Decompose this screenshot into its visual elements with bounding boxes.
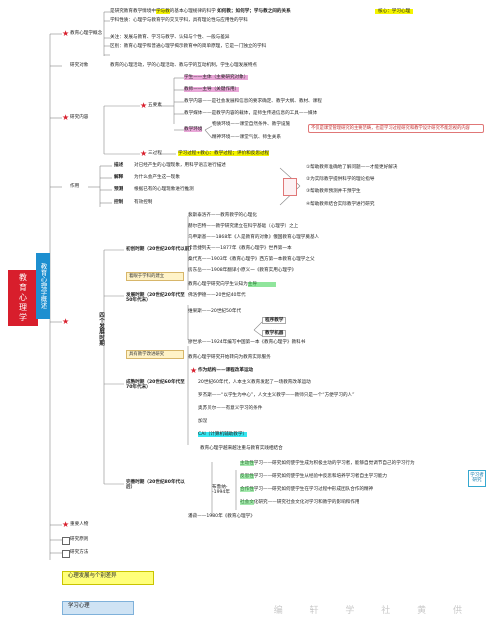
element-teaching-content: 教学内容——是社会发展和信息的要求确定、教学大纲、教材、课程 — [184, 99, 322, 104]
p2-item: 廖世承——1924年编写中国第一本《教育心理学》教科书 — [188, 340, 306, 345]
role-key: 描述 — [114, 163, 124, 168]
highlight — [240, 487, 254, 492]
p4-item: 反思性学习——研究如何使学生从经验中反思和培养学习者自主学习能力 — [240, 474, 388, 479]
object-head: 研究对象 — [70, 63, 89, 68]
p2-item: 维果斯——20世纪50年代 — [188, 309, 242, 314]
star-icon: ★ — [62, 113, 70, 122]
role-value: 有效控制 — [134, 200, 153, 205]
highlight — [240, 474, 254, 479]
star-icon: ★ — [140, 101, 148, 110]
methods-node: 研究方法 — [70, 550, 89, 555]
p2-item: 教育心理学研究向学生认知为主导 — [188, 282, 257, 287]
learner-research-tag: 学习者研究 — [468, 470, 486, 487]
process-line: 学习过程+教心：教学过程；评价和反思过程 — [178, 151, 270, 157]
nature-line: 学科性质：心理学与教育学的交叉学科，具有理论性与应用性的学科 — [110, 18, 248, 23]
methods-principles-node: 研究原则 — [70, 537, 89, 542]
p3-item: CAI（计算机辅助教学） — [198, 432, 248, 438]
root-node: 教育心理学 — [8, 270, 38, 326]
star-icon: ★ — [62, 29, 70, 38]
p4-item: 主动性学习——研究如何使学生成为积极主动的学习者，能够自觉调节自己的学习行为 — [240, 461, 415, 466]
period-1-tag: 着眼于学科的建立 — [126, 272, 184, 281]
role-head: 作用 — [70, 184, 80, 189]
star-icon: ★ — [62, 520, 70, 529]
brace-box — [283, 178, 297, 196]
role-right-item: ③帮助教师预测并干预学生 — [306, 189, 361, 194]
five-elements: 五要素 — [148, 103, 162, 108]
checkbox-icon — [62, 537, 70, 545]
topic-bar-learning — [62, 601, 134, 615]
p3-item: 罗杰斯——“以学生为中心”，人文主义教学——教师只是一个“方便学习的人” — [198, 393, 355, 398]
difference-line: 区别：教育心理学和普通心理学揭示教育中的简单原理，它是一门独立的学科 — [110, 44, 267, 49]
star-icon: ★ — [62, 317, 70, 326]
four-periods-label: 四个发展时期 — [98, 312, 104, 346]
p2-right: 教学机器 — [262, 330, 287, 338]
star-icon: ★ — [140, 149, 148, 158]
p1-item: 卡普捷列夫——1877年《教育心理学》世界第一本 — [188, 246, 292, 251]
note-callout: 不仅是课堂管理研究的主要范畴，也是学习过程研究和教学设计研究不能忽视的内容 — [308, 124, 484, 134]
p2-right: 程序教学 — [262, 317, 287, 325]
p4-item: 合作性学习——研究如何使学生在学习过程中形成团队合作的精神 — [240, 487, 374, 492]
content-head: 研究内容 — [70, 115, 89, 120]
period-1-head: 初创时期（20世纪20年代以前） — [126, 247, 194, 252]
env-spiritual: 精神环境——课堂气氛、师生关系 — [212, 135, 281, 140]
topic-bar-development-label: 心理发展与个别差异 — [68, 573, 117, 579]
topic-node-overview: 教育心理学概述 — [36, 253, 50, 319]
p1-item: 房东岳——1908年翻译小原义一《教育实用心理学》 — [188, 268, 297, 273]
p4-top: 教育心理学越来越注重与教育实践相结合 — [200, 446, 283, 451]
object-line: 教育的心理活动，学的心理活动、教与学的互动机制，学生心理发展特点 — [110, 63, 258, 68]
p4-mid: 布鲁纳--1994年 — [212, 485, 230, 496]
p1-item: 桑代克——1903年《教育心理学》西方第一本教育心理学之父 — [188, 257, 315, 262]
three-processes: 三过程 — [148, 151, 162, 156]
role-right-item: ④帮助教师结合实际教学进行研究 — [306, 202, 375, 207]
element-student: 学生——主体（主要研究对象） — [184, 75, 249, 80]
concept-head: 教育心理学概念 — [70, 31, 103, 36]
element-environment: 教学环境 — [184, 127, 203, 133]
element-teacher: 教师——主导（关键作用） — [184, 87, 240, 92]
role-value: 为什么会产生这一现象 — [134, 175, 180, 180]
p4-end: 潘菽——1980年《教育心理学》 — [188, 514, 255, 519]
star-icon: ★ — [190, 366, 198, 375]
role-right-item: ①帮助教师准确地了解问题——才能更好解决 — [306, 165, 398, 170]
p3-item: 20世纪60年代，人本主义教育发起了一场教育改革运动 — [198, 380, 311, 385]
p4-item: 社会文化研究——研究社会文化对学习和教学的影响和作用 — [240, 500, 360, 505]
role-key: 解释 — [114, 175, 124, 180]
p3-item: 作为结构——课程改革运动 — [198, 368, 254, 373]
env-physical: 物质环境——课堂自然条件、教学设施 — [212, 122, 291, 127]
p1-item: 乌申斯基——1868年《人是教育的对象》俄国教育心理学奠基人 — [188, 235, 320, 240]
topic-bar-learning-label: 学习心理 — [68, 603, 90, 609]
role-value: 对已经产生的心理现象，用科学语言进行描述 — [134, 163, 226, 168]
element-teaching-media: 教学媒体——是教学内容的载体，是师生传递信息的工具——媒体 — [184, 111, 318, 116]
highlight — [240, 500, 254, 505]
definition-line: 是研究教育教学情境中学与教的基本心理规律的科学 如何教；如何学；学与教之间的关系 — [110, 9, 291, 14]
topic-bar-development — [62, 571, 154, 585]
watermark: 编 轩 学 社 黄 供 — [273, 606, 474, 616]
p2-item: 佛洛伊德——20世纪40年代 — [188, 293, 246, 298]
period-4-head: 完善时期（20世纪80年代以后） — [126, 480, 185, 491]
role-key: 预测 — [114, 187, 124, 192]
period-2-head: 发展时期（20世纪20年代至50年代末） — [126, 293, 185, 304]
role-value: 根据已有的心理现象进行推测 — [134, 187, 194, 192]
period-3-head: 成熟时期（20世纪60年代至70年代末） — [126, 380, 185, 391]
p1-item: 裴斯泰洛齐——教育教学的心理化 — [188, 213, 257, 218]
role-key: 控制 — [114, 200, 124, 205]
highlight — [240, 461, 254, 466]
p3-item: 加涅 — [198, 419, 208, 424]
p3-item: 奥苏贝尔——有意义学习的条件 — [198, 406, 263, 411]
focus-line: 关注：发展与教育、学习与教学、认知与个性、一般与差异 — [110, 35, 230, 40]
p3-item: 教育心理学研究开始转向为教育实际服务 — [188, 355, 271, 360]
p1-item: 赫尔巴特——教学研究建立在科学基础（心理学）之上 — [188, 224, 299, 229]
highlight — [248, 282, 276, 287]
checkbox-icon — [62, 550, 70, 558]
role-right-item: ②为实际教学提供科学的理论指导 — [306, 177, 375, 182]
people-node: 重要人物 — [70, 522, 89, 527]
core-tag: 核心：学习心理 — [375, 9, 414, 15]
period-2-tag: 具有教学改进研究 — [126, 350, 184, 359]
